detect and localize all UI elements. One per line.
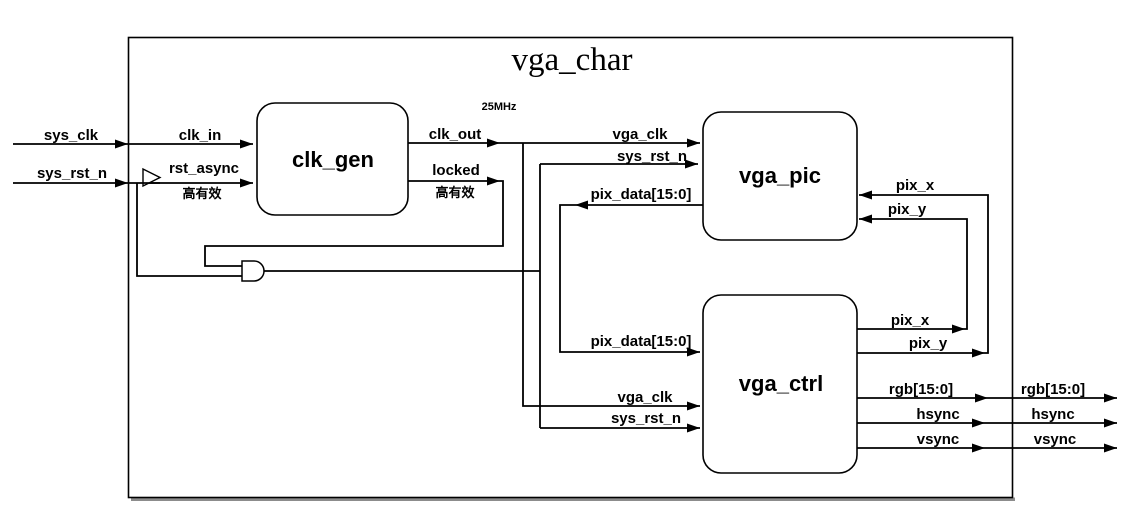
rgb-inner-label: rgb[15:0] [888,381,954,398]
block-vga-pic [702,111,858,241]
hsync-output-label: hsync [1031,406,1075,423]
pix-x-ctrl-label: pix_x [890,312,930,329]
vga-clk-ctrl-label: vga_clk [617,389,673,406]
sys-clk-label: sys_clk [43,127,99,144]
arrowhead [859,214,872,224]
clk-in-label: clk_in [178,127,222,144]
sys-rst-n-ctrl-label: sys_rst_n [610,410,682,427]
arrowhead [975,393,988,403]
pix-y-pic-label: pix_y [887,201,927,218]
box-shadow [131,497,1015,501]
wire-rgb [857,393,1117,403]
arrowhead [1104,443,1117,453]
clock-frequency-label: 25MHz [481,101,517,113]
locked-label: locked [432,162,480,179]
and-gate-icon [241,260,265,282]
arrowhead [240,139,253,149]
arrowhead [687,347,700,357]
pix-x-pic-label: pix_x [895,177,935,194]
arrowhead [1104,418,1117,428]
wire-hsync [857,418,1117,428]
arrowhead [687,138,700,148]
wire-sys-clk [13,139,253,149]
arrowhead [487,138,500,148]
rgb-output-label: rgb[15:0] [1020,381,1086,398]
vga-clk-pic-label: vga_clk [612,126,668,143]
arrowhead [972,418,985,428]
arrowhead [685,159,698,169]
clk-gen-block-label: clk_gen [292,147,374,172]
wire-pix-x [857,214,968,334]
wire-locked [204,176,504,267]
wire-sys-rst-n [13,178,253,277]
arrowhead [1104,393,1117,403]
pix-data-ctrl-label: pix_data[15:0] [590,333,692,350]
vsync-inner-label: vsync [916,431,960,448]
rst-async-active-high-note: 高有效 [182,186,222,201]
block-clk-gen [256,102,409,216]
module-title: vga_char [511,42,633,78]
arrowhead [487,176,500,186]
sys-rst-n-pic-label: sys_rst_n [616,148,688,165]
wire-clk-out [408,138,700,411]
sys-rst-n-input-label: sys_rst_n [36,165,108,182]
hsync-inner-label: hsync [916,406,960,423]
arrowhead [952,324,965,334]
arrowhead [687,423,700,433]
pix-y-ctrl-label: pix_y [908,335,948,352]
buffer-icon [142,167,162,188]
arrowhead [240,178,253,188]
locked-active-high-note: 高有效 [435,185,475,200]
arrowhead [115,178,128,188]
block-vga-ctrl [702,294,858,474]
vsync-output-label: vsync [1033,431,1077,448]
wire-pix-y [857,190,989,358]
arrowhead [972,443,985,453]
rst-async-label: rst_async [168,160,240,177]
vga-ctrl-block-label: vga_ctrl [738,371,824,396]
vga-pic-block-label: vga_pic [739,163,821,188]
arrowhead [115,139,128,149]
arrowhead [575,200,588,210]
clk-out-label: clk_out [428,126,482,143]
wire-rst-sync [264,159,700,433]
arrowhead [972,348,985,358]
arrowhead [859,190,872,200]
wire-vsync [857,443,1117,453]
wire-pix-data [559,200,703,357]
arrowhead [687,401,700,411]
pix-data-pic-label: pix_data[15:0] [590,186,692,203]
